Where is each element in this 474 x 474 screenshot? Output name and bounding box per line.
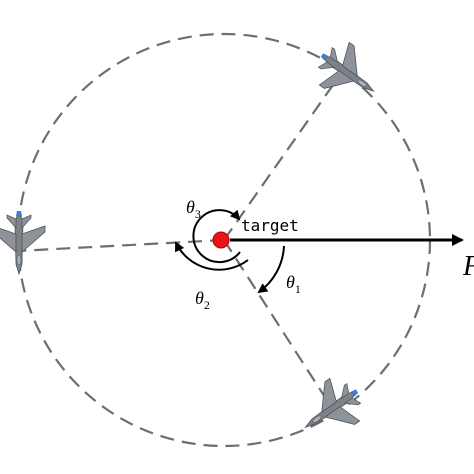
target-label: target [241, 216, 299, 235]
fighter-jet-icon [0, 210, 46, 275]
fighter-jet-icon [290, 369, 373, 450]
radial-line-upper [223, 74, 341, 241]
theta3-arc [192, 209, 241, 264]
theta2-label: θ2 [195, 288, 210, 312]
fighter-jet-icon [306, 33, 389, 114]
radial-line-left [17, 238, 225, 253]
theta1-label: θ1 [286, 272, 301, 296]
axis-label: F [462, 251, 474, 282]
theta2-arc [175, 241, 249, 271]
theta3-label: θ3 [186, 197, 201, 221]
radial-line-lower [223, 239, 331, 406]
target-dot-icon [212, 231, 230, 249]
theta1-arc [257, 245, 285, 294]
